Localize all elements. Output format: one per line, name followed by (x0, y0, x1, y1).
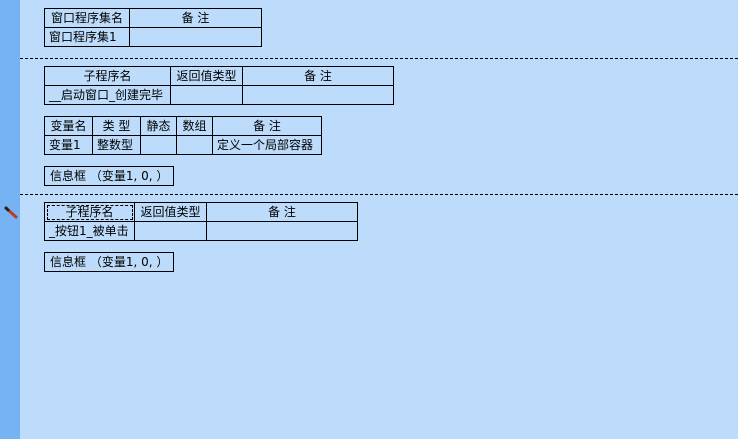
table-header-row: 子程序名 返回值类型 备 注 (44, 202, 358, 222)
section-divider (20, 194, 738, 195)
code-line-2[interactable]: 信息框 （变量1, 0, ） (44, 252, 174, 272)
header-subroutine-name: 子程序名 (44, 66, 171, 86)
assembly-table: 窗口程序集名 备 注 窗口程序集1 (44, 8, 262, 47)
table-row[interactable]: 窗口程序集1 (44, 27, 262, 47)
header-remark: 备 注 (242, 66, 394, 86)
header-remark: 备 注 (129, 8, 262, 28)
header-assembly-name: 窗口程序集名 (44, 8, 130, 28)
subroutine-table-2: 子程序名 返回值类型 备 注 _按钮1_被单击 (44, 202, 358, 241)
type-cell[interactable]: 整数型 (92, 135, 141, 155)
remark-cell[interactable]: 定义一个局部容器 (212, 135, 322, 155)
remark-cell[interactable] (206, 221, 358, 241)
assembly-name-cell[interactable]: 窗口程序集1 (44, 27, 130, 47)
subroutine-name-cell[interactable]: __启动窗口_创建完毕 (44, 85, 171, 105)
return-type-cell[interactable] (170, 85, 243, 105)
remark-cell[interactable] (129, 27, 262, 47)
table-header-row: 窗口程序集名 备 注 (44, 8, 262, 28)
static-cell[interactable] (140, 135, 177, 155)
table-row[interactable]: 变量1 整数型 定义一个局部容器 (44, 135, 322, 155)
header-type: 类 型 (92, 116, 141, 136)
left-gutter (0, 0, 20, 439)
remark-cell[interactable] (242, 85, 394, 105)
header-variable-name: 变量名 (44, 116, 93, 136)
section-divider (20, 58, 738, 59)
header-remark: 备 注 (212, 116, 322, 136)
header-subroutine-name[interactable]: 子程序名 (44, 202, 135, 222)
header-static: 静态 (140, 116, 177, 136)
pencil-cursor-icon (4, 206, 18, 219)
header-return-type: 返回值类型 (170, 66, 243, 86)
subroutine-name-cell[interactable]: _按钮1_被单击 (44, 221, 135, 241)
header-return-type: 返回值类型 (134, 202, 207, 222)
array-cell[interactable] (176, 135, 213, 155)
subroutine-table-1: 子程序名 返回值类型 备 注 __启动窗口_创建完毕 (44, 66, 394, 105)
header-array: 数组 (176, 116, 213, 136)
variable-table: 变量名 类 型 静态 数组 备 注 变量1 整数型 定义一个局部容器 (44, 116, 322, 155)
table-row[interactable]: __启动窗口_创建完毕 (44, 85, 394, 105)
table-header-row: 变量名 类 型 静态 数组 备 注 (44, 116, 322, 136)
header-remark: 备 注 (206, 202, 358, 222)
return-type-cell[interactable] (134, 221, 207, 241)
table-header-row: 子程序名 返回值类型 备 注 (44, 66, 394, 86)
code-line-1[interactable]: 信息框 （变量1, 0, ） (44, 166, 174, 186)
variable-name-cell[interactable]: 变量1 (44, 135, 93, 155)
table-row[interactable]: _按钮1_被单击 (44, 221, 358, 241)
